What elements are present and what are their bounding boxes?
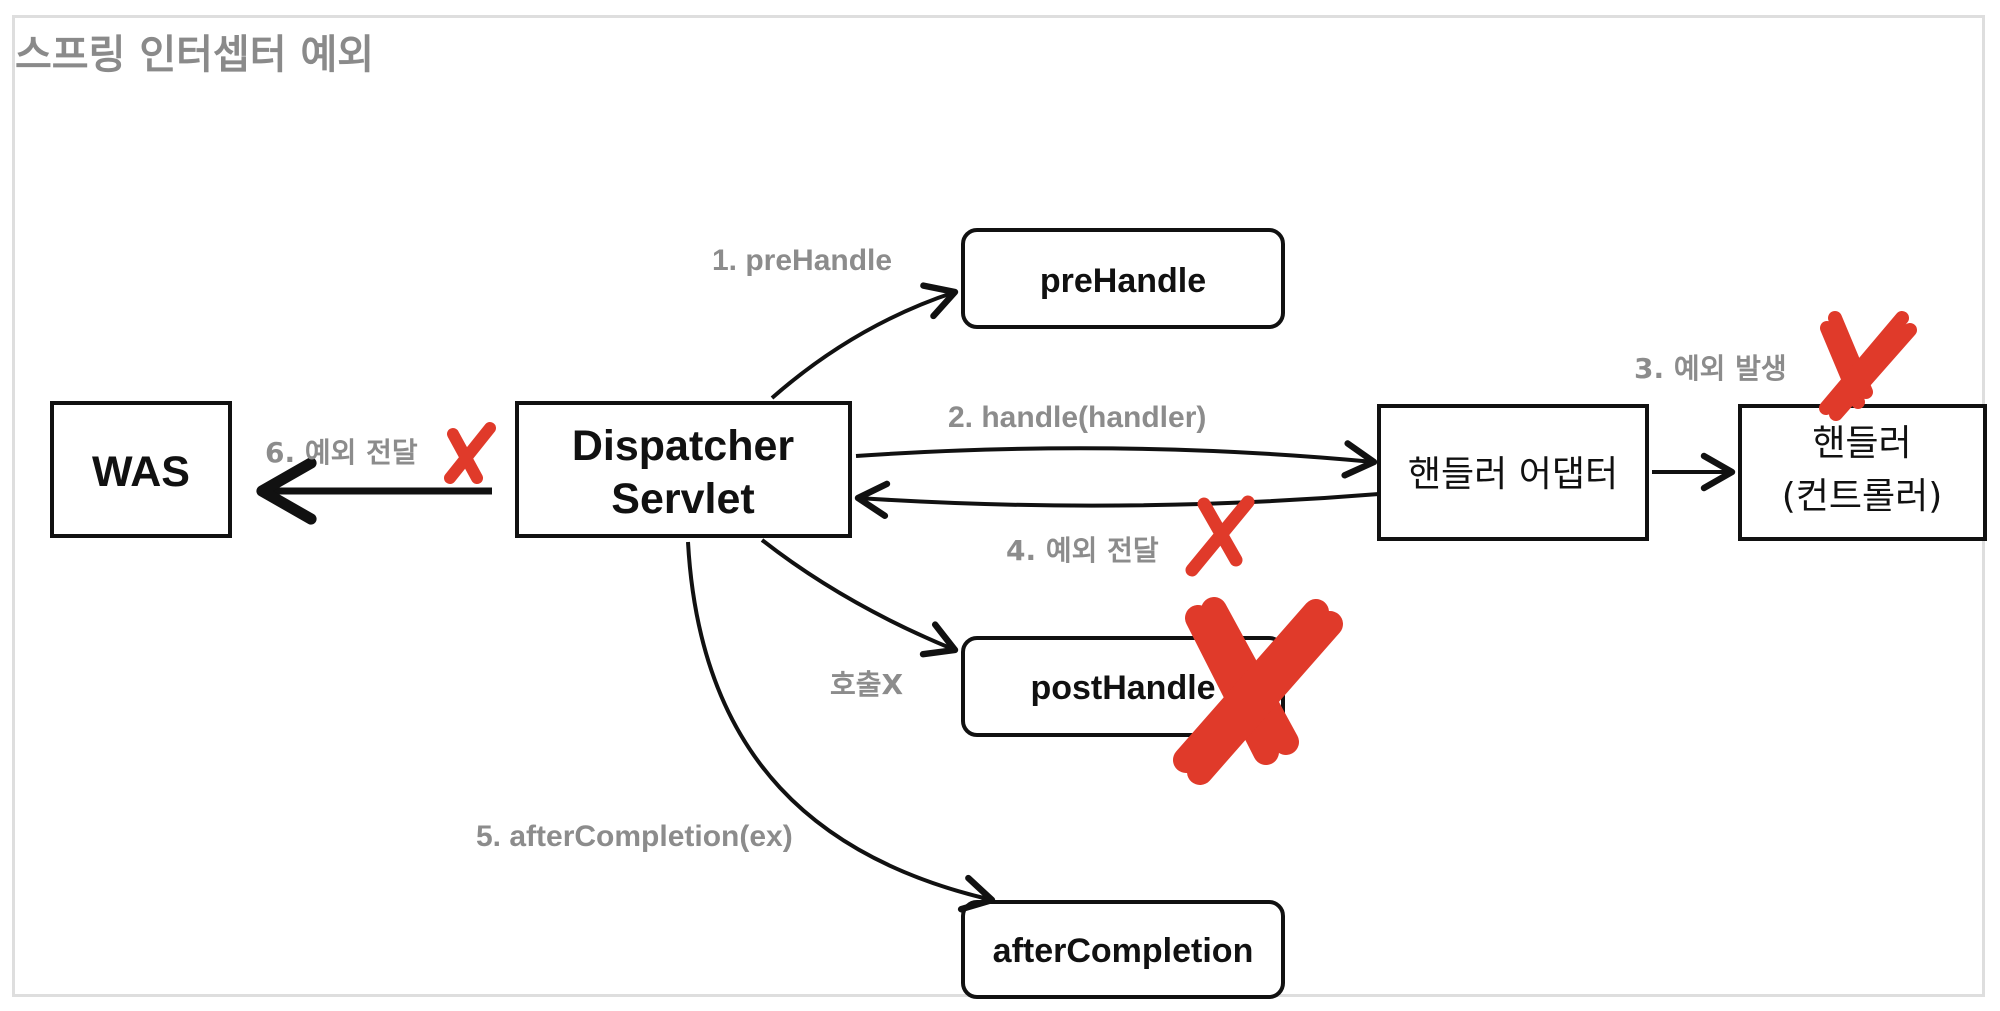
posthandle-label: postHandle: [1030, 669, 1215, 707]
prehandle-label: preHandle: [1040, 262, 1206, 300]
step3-label: 3. 예외 발생: [1634, 352, 1787, 385]
aftercompletion-label: afterCompletion: [993, 932, 1254, 970]
was-node: WAS: [50, 401, 232, 538]
edge-handle-arrow: [855, 440, 1378, 479]
step5-label: 5. afterCompletion(ex): [476, 820, 793, 853]
step4-label: 4. 예외 전달: [1006, 534, 1159, 567]
x-mark-icon: [1185, 495, 1255, 577]
step1-label: 1. preHandle: [712, 244, 892, 277]
diagram-title: 스프링 인터셉터 예외: [15, 32, 375, 78]
no-call-label: 호출X: [830, 668, 904, 701]
handler-controller-node: 핸들러 (컨트롤러): [1738, 404, 1987, 541]
step6-label: 6. 예외 전달: [265, 436, 418, 469]
x-mark-icon: [444, 422, 496, 484]
aftercompletion-node: afterCompletion: [961, 900, 1285, 999]
dispatcher-label-line2: Servlet: [611, 475, 754, 523]
handler-label-line1: 핸들러: [1812, 423, 1911, 464]
x-mark-icon: [1173, 597, 1343, 785]
was-label: WAS: [92, 448, 190, 496]
handler-adapter-label: 핸들러 어댑터: [1408, 454, 1618, 495]
x-mark-icon: [1819, 311, 1917, 421]
edge-exception-return-arrow: [854, 480, 1380, 519]
handler-label-line2: (컨트롤러): [1782, 476, 1943, 517]
dispatcher-servlet-node: Dispatcher Servlet: [515, 401, 852, 538]
dispatcher-label-line1: Dispatcher: [572, 422, 795, 470]
step2-label: 2. handle(handler): [948, 401, 1206, 434]
prehandle-node: preHandle: [961, 228, 1285, 329]
edge-aftercompletion-arrow: [686, 541, 996, 913]
edge-prehandle-arrow: [770, 282, 959, 400]
handler-adapter-node: 핸들러 어댑터: [1377, 404, 1649, 541]
edge-posthandle-arrow: [760, 538, 959, 658]
